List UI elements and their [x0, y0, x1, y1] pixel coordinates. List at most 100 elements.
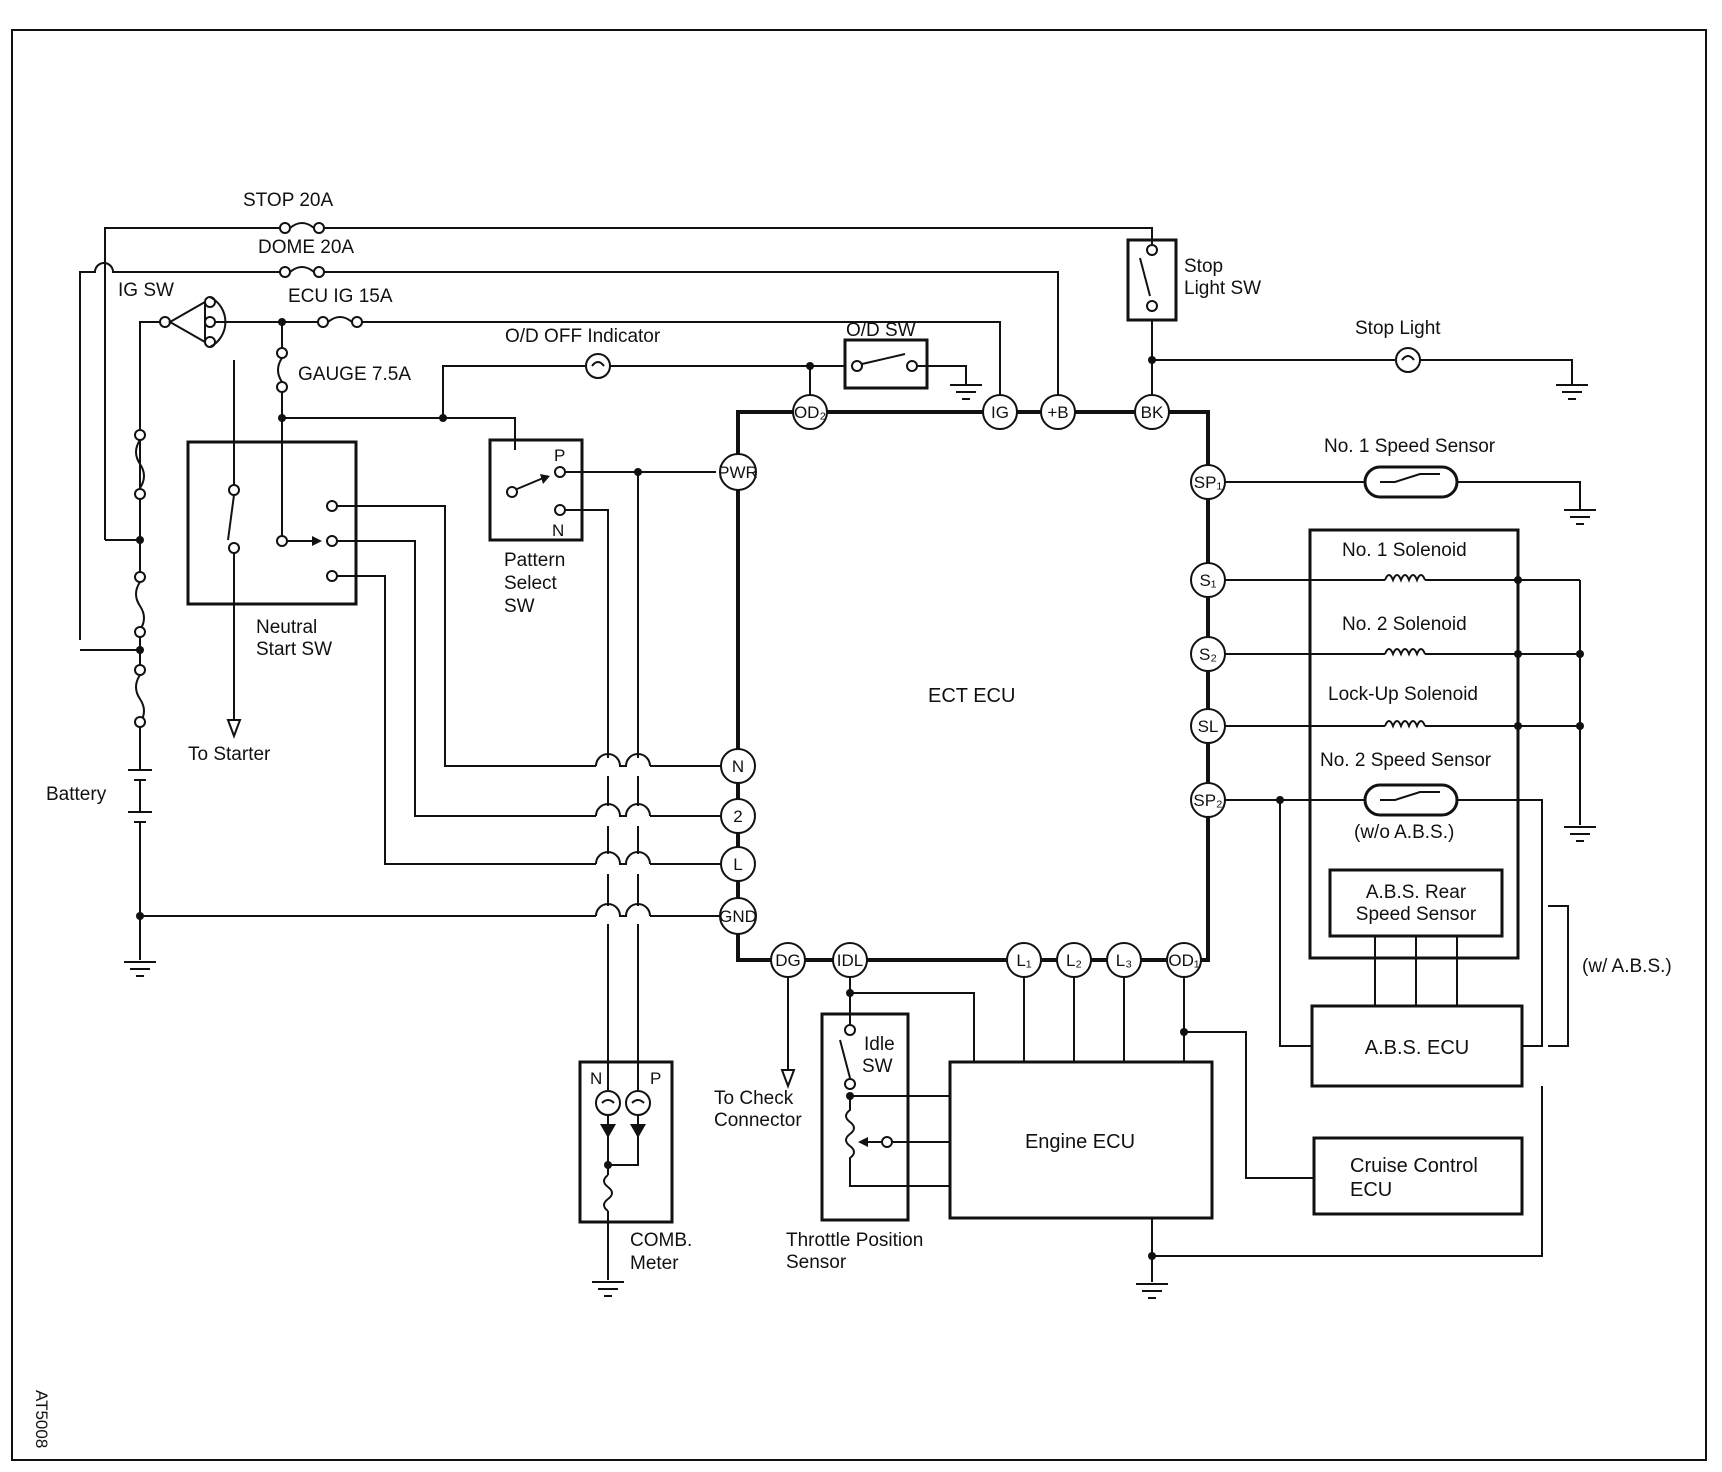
od-off-indicator-label: O/D OFF Indicator — [505, 326, 661, 347]
terminal-l2: L₂ — [1056, 942, 1092, 978]
ect-ecu-label: ECT ECU — [928, 685, 1015, 707]
terminal-idl: IDL — [832, 942, 868, 978]
wire-crossings — [595, 740, 651, 1062]
dome-fuse-label: DOME 20A — [258, 237, 354, 258]
pattern-select-switch: P N Pattern Select SW — [488, 438, 716, 1062]
to-check-connector-label-2: Connector — [714, 1110, 802, 1131]
od-off-indicator: O/D OFF Indicator — [505, 326, 845, 400]
engine-ecu-label: Engine ECU — [1025, 1131, 1135, 1153]
to-starter-label: To Starter — [188, 744, 271, 765]
no2-speed-sensor-label: No. 2 Speed Sensor — [1320, 750, 1492, 771]
terminal-pwr-label: PWR — [718, 463, 758, 482]
battery-fusible-links — [80, 429, 146, 770]
meter-p-label: P — [650, 1069, 661, 1088]
throttle-position-sensor: Idle SW Throttle Position Sensor — [786, 977, 975, 1273]
no1-solenoid-label: No. 1 Solenoid — [1342, 540, 1467, 561]
to-check-connector-label-1: To Check — [714, 1088, 794, 1109]
terminal-pwr: PWR — [718, 453, 758, 491]
ect-ecu-bus: ECT ECU — [736, 410, 1210, 962]
pattern-p-label: P — [554, 446, 565, 465]
terminal-l2-label: L₂ — [1066, 951, 1082, 970]
neutral-start-sw-label-2: Start SW — [256, 639, 332, 660]
terminal-gnd-label: GND — [719, 907, 757, 926]
terminal-idl-label: IDL — [837, 951, 863, 970]
terminal-sp1-label: SP₁ — [1194, 473, 1223, 492]
meter-n-label: N — [590, 1069, 602, 1088]
terminal-2-label: 2 — [733, 807, 742, 826]
pattern-select-label-1: Pattern — [504, 550, 565, 571]
ecu-ig-fuse-label: ECU IG 15A — [288, 286, 393, 307]
terminal-sl: SL — [1190, 708, 1226, 744]
gauge-fuse-label: GAUGE 7.5A — [298, 364, 411, 385]
terminal-s1: S₁ — [1190, 562, 1226, 598]
pattern-select-label-3: SW — [504, 596, 535, 617]
comb-meter-label-1: COMB. — [630, 1230, 692, 1251]
od-sw-label: O/D SW — [846, 320, 916, 341]
w-abs-label: (w/ A.B.S.) — [1582, 956, 1672, 977]
terminal-l3: L₃ — [1106, 942, 1142, 978]
pattern-select-label-2: Select — [504, 573, 558, 594]
terminal-n-label: N — [732, 757, 744, 776]
neutral-start-sw-label-1: Neutral — [256, 617, 317, 638]
cruise-control-ecu-label-2: ECU — [1350, 1179, 1392, 1201]
comb-meter-label-2: Meter — [630, 1253, 679, 1274]
ecu-ig-fuse-line: ECU IG 15A — [215, 286, 1001, 396]
terminal-n: N — [720, 748, 756, 784]
pattern-n-label: N — [552, 521, 564, 540]
idle-sw-label-1: Idle — [864, 1034, 895, 1055]
terminal-ig-label: IG — [991, 403, 1009, 422]
no2-solenoid-label: No. 2 Solenoid — [1342, 614, 1467, 635]
no1-speed-sensor: No. 1 Speed Sensor — [1225, 436, 1597, 525]
terminal-od1-label: OD₁ — [1168, 951, 1200, 970]
ig-sw-label: IG SW — [118, 280, 174, 301]
abs-ecu: A.B.S. ECU — [1279, 800, 1524, 1088]
battery: Battery — [46, 769, 157, 977]
terminal-od2: OD₂ — [792, 394, 828, 430]
terminal-2: 2 — [720, 798, 756, 834]
abs-rear-speed-sensor-label-1: A.B.S. Rear — [1366, 882, 1467, 903]
page-border — [11, 29, 1707, 1461]
terminal-sp2-label: SP₂ — [1193, 791, 1222, 810]
abs-ecu-label: A.B.S. ECU — [1365, 1037, 1469, 1059]
terminal-sp2: SP₂ — [1190, 782, 1226, 818]
abs-rear-speed-sensor-label-2: Speed Sensor — [1356, 904, 1477, 925]
stop-light-label: Stop Light — [1355, 318, 1441, 339]
stop-light-sw-label-1: Stop — [1184, 256, 1223, 277]
stop-fuse-label: STOP 20A — [243, 190, 333, 211]
terminal-bk-label: BK — [1141, 403, 1164, 422]
terminal-l: L — [720, 846, 756, 882]
terminal-sl-label: SL — [1198, 717, 1219, 736]
terminal-bk: BK — [1134, 394, 1170, 430]
terminal-sp1: SP₁ — [1190, 464, 1226, 500]
stop-light: Stop Light — [1152, 318, 1589, 400]
throttle-position-sensor-label-2: Sensor — [786, 1252, 847, 1273]
terminal-s1-label: S₁ — [1199, 571, 1216, 590]
dome-fuse-line: DOME 20A — [79, 237, 1059, 640]
comb-meter: N P COMB. Meter — [578, 1060, 692, 1297]
terminal-l3-label: L₃ — [1116, 951, 1132, 970]
terminal-od2-label: OD₂ — [794, 403, 826, 422]
lockup-solenoid-label: Lock-Up Solenoid — [1328, 684, 1478, 705]
idle-sw-label-2: SW — [862, 1056, 893, 1077]
wo-abs-label: (w/o A.B.S.) — [1354, 822, 1454, 843]
terminal-ig: IG — [982, 394, 1018, 430]
ig-switch: IG SW — [104, 244, 227, 540]
terminal-s2: S₂ — [1190, 636, 1226, 672]
terminal-l1-label: L₁ — [1016, 951, 1031, 970]
terminal-od1: OD₁ — [1166, 942, 1202, 978]
stop-fuse-line: STOP 20A — [104, 190, 1153, 244]
to-check-connector: To Check Connector — [714, 977, 802, 1131]
throttle-position-sensor-label-1: Throttle Position — [786, 1230, 923, 1251]
terminal-plus-b-label: +B — [1047, 403, 1068, 422]
cruise-control-ecu-label-1: Cruise Control — [1350, 1155, 1478, 1177]
stop-light-switch: Stop Light SW — [1126, 238, 1261, 396]
abs-rear-speed-sensor: A.B.S. Rear Speed Sensor (w/ A.B.S.) — [1328, 868, 1672, 1047]
terminal-l1: L₁ — [1006, 942, 1042, 978]
terminal-plus-b: +B — [1040, 394, 1076, 430]
cruise-control-ecu: Cruise Control ECU — [1312, 1136, 1524, 1216]
terminal-dg: DG — [770, 942, 806, 978]
no2-speed-sensor: No. 2 Speed Sensor (w/o A.B.S.) — [1225, 750, 1543, 1047]
solenoid-group: No. 1 Solenoid No. 2 Solenoid Lock-Up So… — [1225, 528, 1597, 960]
terminal-dg-label: DG — [775, 951, 801, 970]
